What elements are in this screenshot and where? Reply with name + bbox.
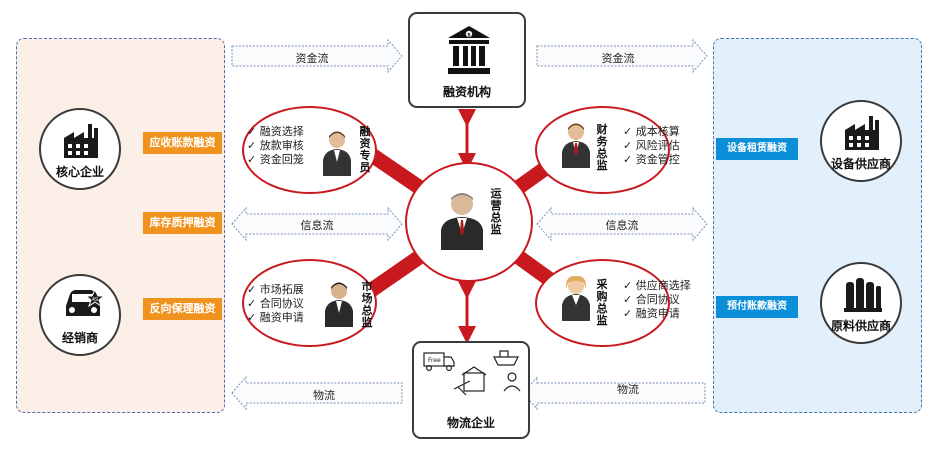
market-director-tasks: ✓ 市场拓展 ✓ 合同协议 ✓ 融资申请 <box>247 283 304 324</box>
svg-text:$: $ <box>467 33 471 39</box>
businessman-icon <box>441 193 483 250</box>
logistics-company-label: 物流企业 <box>446 416 495 430</box>
worker-icon <box>507 372 517 382</box>
silo-icon <box>844 278 882 312</box>
right-supplier-panel <box>713 38 922 413</box>
check-icon: ✓ <box>247 311 257 324</box>
info-flow-arrow-left <box>231 206 403 242</box>
purchase-director-title: 采购总监 <box>596 278 608 327</box>
flow-label-capital-left: 资金流 <box>295 52 329 65</box>
finance-specialist-tasks: ✓ 融资选择 ✓ 放款审核 ✓ 资金回笼 <box>247 125 304 166</box>
flow-label-info-right: 信息流 <box>605 219 639 232</box>
logistics-flow-arrow-left <box>231 375 403 411</box>
ship-icon <box>493 356 519 366</box>
core-enterprise-node: 核心企业 <box>39 108 121 190</box>
finance-director-circle: 财务总监 ✓ 成本核算 ✓ 风险评估 ✓ 资金管控 <box>535 106 680 194</box>
finance-specialist-circle: ✓ 融资选择 ✓ 放款审核 ✓ 资金回笼 融资专员 <box>242 106 377 194</box>
tag-equipment-leasing: 设备租赁融资 <box>716 138 798 160</box>
tag-prepayment-financing: 预付账款融资 <box>716 296 798 318</box>
finance-specialist-title: 融资专员 <box>359 125 371 174</box>
check-icon: ✓ <box>623 153 633 166</box>
dealer-node: 4S 经销商 <box>39 274 121 356</box>
truck-free-text: Free <box>428 357 441 364</box>
check-icon: ✓ <box>247 153 257 166</box>
finance-director-tasks: ✓ 成本核算 ✓ 风险评估 ✓ 资金管控 <box>623 125 680 166</box>
market-director-title: 市场总监 <box>361 280 373 329</box>
check-icon: ✓ <box>247 297 257 310</box>
check-icon: ✓ <box>247 283 257 296</box>
flow-label-info-left: 信息流 <box>300 219 334 232</box>
specialist-avatar-icon <box>323 131 351 176</box>
dealer-badge-text: 4S <box>92 297 98 303</box>
material-supplier-node: 原料供应商 <box>820 262 902 344</box>
check-icon: ✓ <box>247 139 257 152</box>
logistics-flow-arrow-right <box>522 375 706 411</box>
check-icon: ✓ <box>623 125 633 138</box>
airplane-icon <box>453 380 471 396</box>
check-icon: ✓ <box>623 307 633 320</box>
check-icon: ✓ <box>623 139 633 152</box>
market-director-circle: ✓ 市场拓展 ✓ 合同协议 ✓ 融资申请 市场总监 <box>242 259 377 347</box>
financial-institution-label: 融资机构 <box>442 85 491 99</box>
truck-icon <box>423 352 445 367</box>
logistics-company-box: Free 物流企业 <box>412 341 530 439</box>
material-supplier-label: 原料供应商 <box>830 319 891 333</box>
equipment-supplier-label: 设备供应商 <box>830 157 891 171</box>
purchase-director-circle: 采购总监 ✓ 供应商选择 ✓ 合同协议 ✓ 融资申请 <box>535 259 691 347</box>
car-dealer-icon: 4S <box>66 288 104 316</box>
operations-director-title: 运营总监 <box>490 187 502 236</box>
financial-institution-box: $ 融资机构 <box>408 12 526 108</box>
check-icon: ✓ <box>623 293 633 306</box>
flow-label-capital-right: 资金流 <box>601 52 635 65</box>
purchase-director-avatar-icon <box>562 275 590 321</box>
equipment-supplier-node: 设备供应商 <box>820 100 902 182</box>
capital-flow-arrow-right <box>536 38 708 74</box>
tag-reverse-factoring: 反向保理融资 <box>143 298 222 320</box>
operations-director-circle: 运营总监 <box>405 162 533 282</box>
dealer-label: 经销商 <box>61 331 98 345</box>
flow-label-logistics-right: 物流 <box>617 383 639 396</box>
factory-icon <box>64 124 98 158</box>
director-avatar-icon <box>562 123 590 168</box>
warehouse-icon <box>463 372 485 392</box>
flow-label-logistics-left: 物流 <box>313 389 335 402</box>
capital-flow-arrow-left <box>231 38 403 74</box>
tag-inventory-pledge-financing: 库存质押融资 <box>143 212 222 234</box>
purchase-director-tasks: ✓ 供应商选择 ✓ 合同协议 ✓ 融资申请 <box>623 279 691 320</box>
bank-icon: $ <box>448 26 490 74</box>
check-icon: ✓ <box>247 125 257 138</box>
tag-receivable-financing: 应收账款融资 <box>143 132 222 154</box>
core-enterprise-label: 核心企业 <box>55 165 104 179</box>
market-director-avatar-icon <box>325 282 353 327</box>
check-icon: ✓ <box>623 279 633 292</box>
logistics-icons: Free <box>423 350 521 396</box>
factory-icon <box>845 116 879 150</box>
info-flow-arrow-right <box>536 206 708 242</box>
finance-director-title: 财务总监 <box>596 123 608 172</box>
